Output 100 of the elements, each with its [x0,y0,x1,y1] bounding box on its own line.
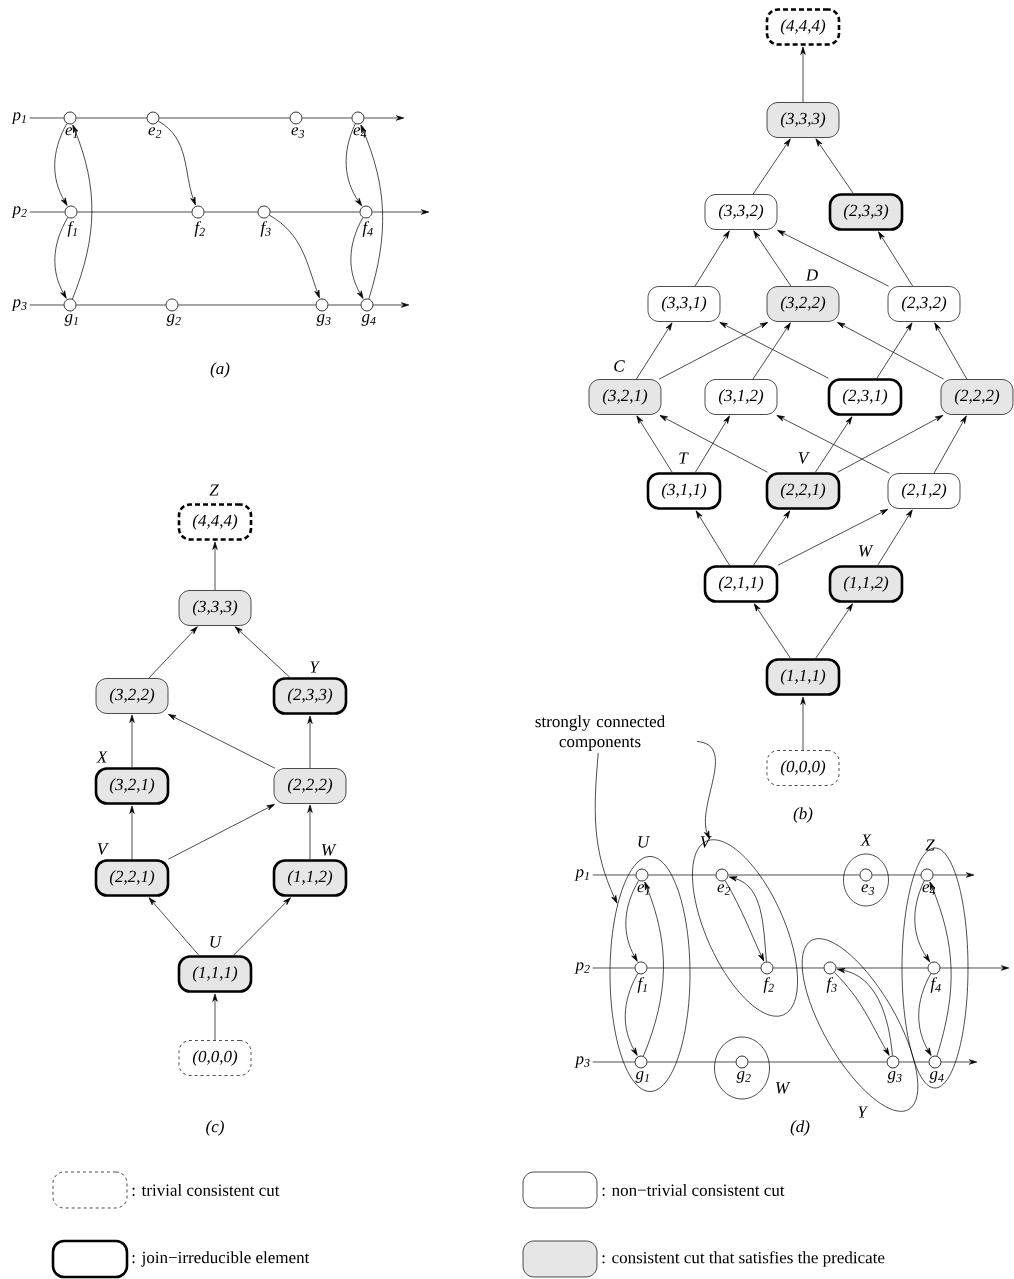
cut-box: (3,3,3) [178,590,252,626]
message-arrow [158,120,196,206]
event-label: g$_{3}$ [887,1071,902,1083]
arrow [212,541,218,591]
cut-box: (0,0,0) [178,1040,252,1076]
event-label: g$_{3}$ [316,314,331,326]
message-arrow [269,214,320,299]
process-line [364,115,405,121]
message-arrow [914,880,931,963]
process-line [941,1059,978,1065]
letter-label: W [859,545,874,557]
cut-box: (2,1,2) [887,473,961,509]
arrow [837,415,944,473]
process-label: p$_{3}$ [11,299,27,311]
legend-text: : consistent cut that satisfies the predicate [602,1251,885,1267]
cut-box: (2,3,3) [828,193,904,231]
arrow [148,897,200,956]
cut-box: (1,1,1) [765,658,841,696]
arrow [777,509,889,566]
arrow [695,510,730,566]
event-label: f$_{4}$ [362,221,373,237]
arrow [753,230,792,287]
arrow [753,510,791,566]
message-arrow [625,880,640,962]
process-line [728,874,860,876]
arrow [212,993,218,1041]
cut-box: (3,2,1) [94,767,170,805]
cut-box: (1,1,1) [177,955,253,993]
process-line [77,211,192,213]
process-line [592,1061,635,1063]
process-line [940,965,1010,971]
event-label: g$_{1}$ [635,1071,649,1083]
cut-box: (4,4,4) [765,8,841,46]
event-label: f$_{3}$ [826,977,837,993]
arrow [168,714,276,769]
process-line [592,967,635,969]
cut-box: (2,3,2) [887,286,961,322]
event-label: g$_{4}$ [929,1071,944,1083]
message-arrow [360,124,383,300]
event-label: e$_{1}$ [65,127,78,138]
process-line [372,209,430,215]
process-line [76,304,166,306]
cut-box: (2,3,1) [827,378,903,416]
arrow [800,46,806,103]
letter-label: X [96,751,108,763]
process-line [899,1061,929,1063]
arrow [658,322,769,380]
letter-label: V [798,452,810,464]
letter-label: U [638,836,651,848]
message-arrow [345,123,362,207]
process-line [933,872,975,878]
process-label: p$_{1}$ [574,869,589,881]
message-arrow [929,881,952,1057]
cut-box: (3,1,1) [646,472,722,510]
process-line [178,304,316,306]
process-line [76,117,147,119]
event-label: f$_{4}$ [930,977,941,993]
process-line [29,117,64,119]
message-arrow [624,973,639,1056]
cut-box: (3,2,2) [766,286,840,322]
arrow [933,415,967,474]
letter-label: W [322,844,337,856]
cut-box: (1,1,2) [828,565,904,603]
event-label: f$_{3}$ [260,221,271,237]
cut-box: (0,0,0) [766,750,840,786]
cut-box: (2,2,1) [765,472,841,510]
process-line [204,211,258,213]
event-label: e$_{2}$ [717,884,731,895]
cut-box: (2,2,2) [940,379,1014,415]
message-arrow [918,973,932,1056]
arrow [234,626,291,678]
letter-label: Z [925,839,935,851]
cut-box: (3,3,1) [647,286,721,322]
process-line [592,874,636,876]
arrow [815,603,853,659]
arrow [129,805,135,860]
panel-caption: (d) [790,1120,810,1136]
event-label: g$_{4}$ [361,314,376,326]
arrow [753,603,791,659]
arrow [695,415,730,473]
arrow [815,416,853,473]
letter-label: V [700,836,712,848]
event-label: e$_{1}$ [637,884,650,895]
cut-box: (3,2,2) [95,678,169,714]
event-label: f$_{1}$ [637,977,647,993]
arrow [837,322,944,380]
event-label: f$_{1}$ [67,221,77,237]
process-line [748,1061,887,1063]
process-line [647,1061,736,1063]
process-line [302,117,352,119]
message-arrow [54,217,69,299]
message-arrow [643,881,664,1057]
legend-text: : trivial consistent cut [132,1183,280,1196]
cut-box: (2,2,2) [273,768,347,804]
panel-caption: (a) [210,362,230,378]
letter-label: T [679,452,689,464]
letter-label: D [805,269,818,281]
event-label: e$_{4}$ [353,127,367,138]
letter-label: C [614,360,625,372]
message-arrow [350,217,364,299]
